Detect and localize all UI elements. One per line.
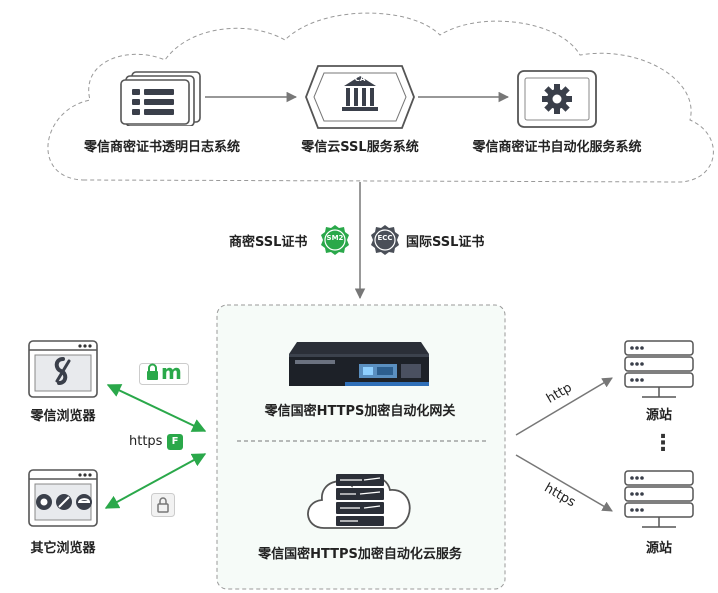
sm-cert-label: 商密SSL证书 bbox=[229, 235, 308, 250]
intl-cert-label: 国际SSL证书 bbox=[406, 235, 485, 250]
f-shield-icon bbox=[167, 434, 183, 450]
ssl-system-label: 零信云SSL服务系统 bbox=[301, 140, 419, 155]
other-browser-label: 其它浏览器 bbox=[30, 541, 96, 556]
ca-bank-icon bbox=[305, 65, 415, 129]
ecc-badge-text: ECC bbox=[377, 234, 393, 242]
arrow-to-server-top bbox=[515, 377, 613, 436]
arrow-other-browser bbox=[104, 453, 207, 509]
zero-trust-logo-icon bbox=[54, 357, 71, 385]
origin-server-bottom-icon bbox=[624, 470, 694, 528]
zero-browser-label: 零信浏览器 bbox=[30, 409, 96, 424]
gateway-device-icon bbox=[289, 342, 429, 386]
https-client-label: https bbox=[129, 434, 163, 449]
origin-server-top-icon bbox=[624, 340, 694, 398]
log-system-label: 零信商密证书透明日志系统 bbox=[83, 140, 241, 155]
server-ellipsis: ⋮ bbox=[652, 431, 674, 456]
cloud-server-icon bbox=[307, 474, 411, 529]
auto-system-label: 零信商密证书自动化服务系统 bbox=[472, 140, 642, 155]
ca-text: CA bbox=[354, 75, 366, 83]
sm2-badge-icon bbox=[321, 225, 349, 255]
gear-monitor-icon bbox=[517, 70, 597, 128]
ecc-badge-icon bbox=[371, 225, 399, 255]
arrow-zero-browser bbox=[106, 384, 207, 432]
browser-logos-icon bbox=[36, 494, 92, 510]
lock-icon bbox=[151, 493, 175, 517]
log-list-icon bbox=[120, 71, 201, 126]
origin-label-top: 源站 bbox=[645, 408, 673, 423]
secure-m-badge-icon bbox=[139, 363, 189, 385]
sm2-badge-text: SM2 bbox=[326, 234, 344, 242]
origin-label-bottom: 源站 bbox=[645, 541, 673, 556]
gateway-label: 零信国密HTTPS加密自动化网关 bbox=[264, 404, 456, 419]
m-badge-text: m bbox=[161, 360, 182, 384]
f-badge-text: F bbox=[171, 436, 179, 447]
cloud-service-label: 零信国密HTTPS加密自动化云服务 bbox=[258, 547, 462, 562]
arrow-to-server-bottom bbox=[515, 454, 613, 512]
